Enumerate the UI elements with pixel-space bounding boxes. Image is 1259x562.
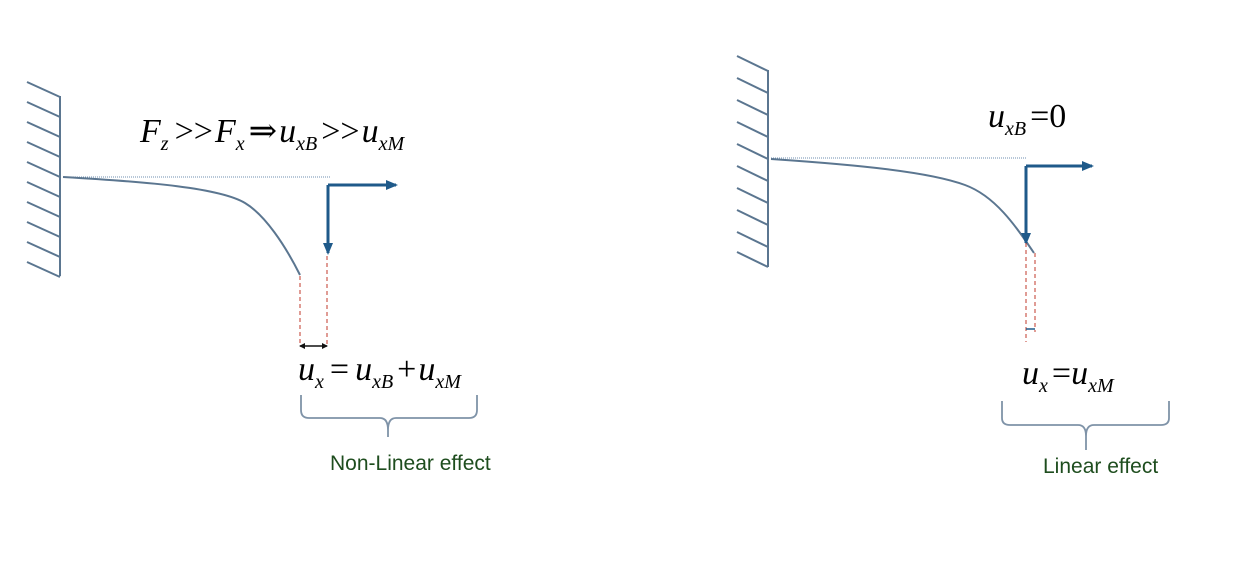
right-brace: [1001, 401, 1170, 450]
fixed-wall-icon: [736, 55, 769, 268]
fixed-wall-icon: [26, 81, 61, 278]
left-condition-formula: Fz>>Fx⇒uxB>>uxM: [139, 113, 405, 155]
force-arrows: [323, 180, 398, 255]
left-panel: Fz>>Fx⇒uxB>>uxM ux=uxB+uxM Non-Linear ef…: [26, 81, 491, 475]
right-displacement-formula: ux=uxM: [1022, 355, 1115, 397]
nonlinear-effect-label: Non-Linear effect: [330, 452, 491, 475]
dashed-guides: [299, 256, 328, 346]
dashed-guides: [1025, 243, 1036, 342]
deflected-beam: [62, 176, 301, 276]
left-displacement-formula: ux=uxB+uxM: [298, 351, 462, 393]
deflected-beam: [770, 158, 1035, 254]
right-panel: uxB=0 ux=uxM Linear effect: [736, 55, 1170, 478]
linear-effect-label: Linear effect: [1043, 455, 1158, 478]
right-condition-formula: uxB=0: [988, 98, 1066, 140]
left-brace: [300, 395, 478, 437]
force-arrows: [1021, 161, 1094, 245]
